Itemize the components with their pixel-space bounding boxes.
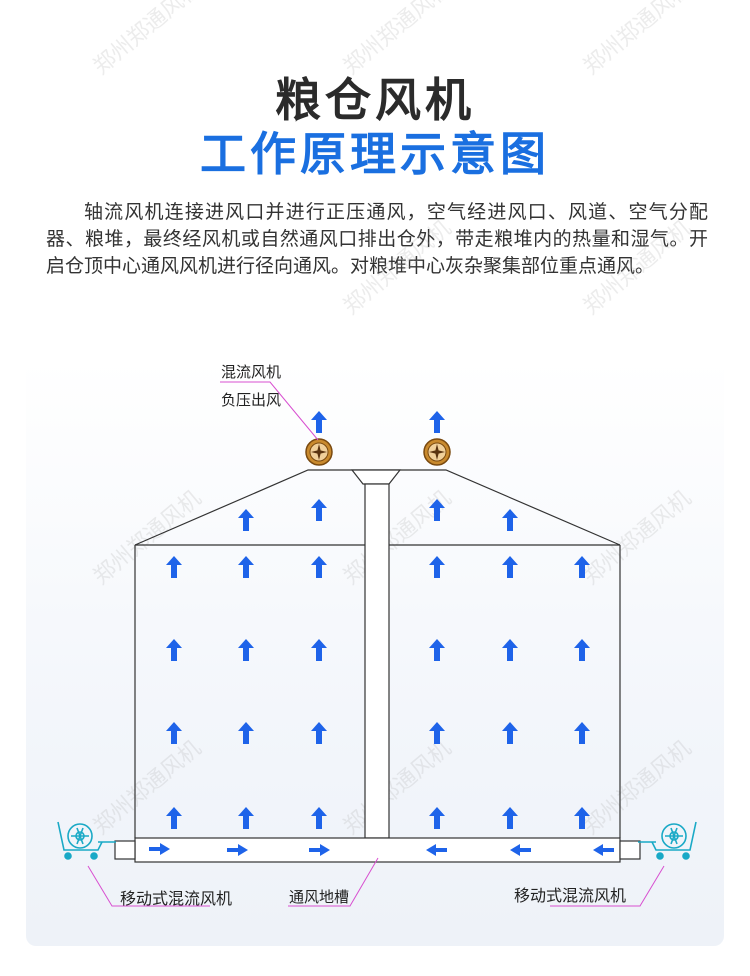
left-fan-label: 移动式混流风机 [120,889,233,908]
intro-paragraph: 轴流风机连接进风口并进行正压通风，空气经进风口、风道、空气分配器、粮堆，最终经风… [46,201,708,277]
arrow-up-icon [429,411,445,433]
duct-label: 通风地槽 [289,888,350,906]
arrow-up-icon [311,411,327,433]
leader-lines [87,381,665,907]
axial-fan-icon [423,438,451,466]
right-fan-label: 移动式混流风机 [514,886,627,905]
arrow-up-icon [502,509,518,531]
arrow-up-icon [311,499,327,521]
top-fan-label-line2: 负压出风 [221,391,282,409]
arrow-up-icon [429,499,445,521]
granary-outline [114,469,641,863]
page-subtitle: 工作原理示意图 [200,127,550,181]
page-title: 粮仓风机 [275,73,475,127]
top-fan-label-line1: 混流风机 [221,363,282,381]
mobile-fan-cart-icon [57,821,116,860]
arrow-up-icon [238,509,254,531]
axial-fan-icon [305,438,333,466]
mobile-fan-cart-icon [638,821,697,860]
